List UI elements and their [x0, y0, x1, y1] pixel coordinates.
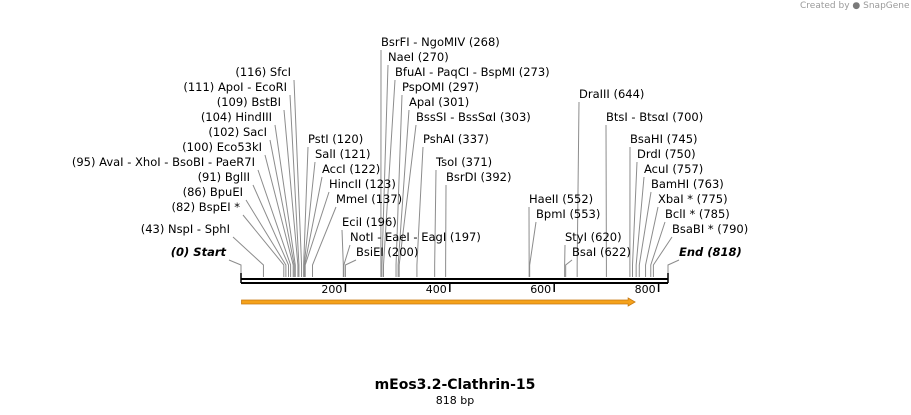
restriction-site-label[interactable]: End (818) [679, 245, 742, 259]
site-leader-line [529, 221, 537, 277]
site-leader-line [232, 236, 264, 277]
restriction-site-label[interactable]: (116) SfcI [235, 65, 291, 79]
restriction-site-label[interactable]: TsoI (371) [435, 155, 492, 169]
map-title: mEos3.2-Clathrin-15 [375, 377, 536, 393]
axis-tick-label: 800 [635, 283, 656, 296]
feature-arrow-shape[interactable] [241, 297, 636, 307]
restriction-site-label[interactable]: DraIII (644) [579, 87, 644, 101]
site-leader-line [381, 64, 389, 277]
site-leader-line [632, 161, 638, 277]
site-leader-line [312, 206, 337, 277]
site-leader-line [344, 259, 357, 277]
restriction-site-label[interactable]: AcuI (757) [644, 162, 703, 176]
restriction-site-label[interactable]: (102) SacI [208, 125, 267, 139]
site-leader-line [252, 184, 290, 277]
watermark-prefix: Created by [800, 1, 850, 11]
feature-arrow [241, 297, 636, 307]
site-leader-lines [228, 49, 680, 277]
site-leader-line [341, 229, 344, 277]
restriction-site-label[interactable]: BsaHI (745) [630, 132, 698, 146]
snapgene-logo-icon: ● [852, 1, 861, 11]
restriction-site-label[interactable]: MmeI (137) [336, 192, 402, 206]
site-leader-line [289, 94, 300, 277]
site-leader-line [645, 206, 659, 277]
site-leader-line [303, 146, 309, 277]
restriction-site-label[interactable]: BsrDI (392) [446, 170, 511, 184]
restriction-site-label[interactable]: (43) NspI - SphI [141, 222, 230, 236]
restriction-site-label[interactable]: (86) BpuEI [183, 185, 243, 199]
watermark-brand: SnapGene [863, 1, 910, 11]
site-leader-line [638, 191, 652, 277]
site-leader-line [397, 109, 410, 277]
restriction-site-label[interactable]: (95) AvaI - XhoI - BsoBI - PaeR7I [72, 155, 255, 169]
restriction-site-label[interactable]: BpmI (553) [536, 207, 600, 221]
site-leader-line [242, 214, 285, 277]
restriction-site-label[interactable]: BamHI (763) [651, 177, 724, 191]
site-leader-line [264, 154, 294, 277]
axis-tick-label: 400 [426, 283, 447, 296]
restriction-site-label[interactable]: BtsI - BtsαI (700) [606, 110, 703, 124]
restriction-site-label[interactable]: BssSI - BssSαI (303) [416, 110, 531, 124]
site-leader-line [343, 244, 351, 277]
restriction-site-label[interactable]: (111) ApoI - EcoRI [183, 80, 287, 94]
restriction-site-label[interactable]: NaeI (270) [388, 50, 449, 64]
restriction-site-label[interactable]: (91) BglII [198, 170, 250, 184]
site-leader-line [635, 176, 645, 277]
restriction-site-label[interactable]: PshAI (337) [423, 132, 489, 146]
restriction-site-label[interactable]: DrdI (750) [637, 147, 696, 161]
sequence-backbone [240, 273, 669, 284]
site-leader-line [283, 109, 299, 277]
restriction-site-label[interactable]: HincII (123) [329, 177, 396, 191]
restriction-site-label[interactable]: BsaI (622) [572, 245, 631, 259]
site-leader-line [228, 259, 242, 277]
site-leader-line [652, 236, 673, 277]
restriction-site-label[interactable]: AccI (122) [322, 162, 380, 176]
restriction-site-label[interactable]: SalI (121) [315, 147, 371, 161]
site-leader-line [565, 259, 573, 277]
position-axis: 200 400 600 800 [321, 283, 660, 296]
site-leader-line [576, 101, 580, 277]
restriction-site-label[interactable]: BsiEI (200) [356, 245, 418, 259]
axis-tick-label: 600 [530, 283, 551, 296]
restriction-site-label[interactable]: (109) BstBI [217, 95, 281, 109]
restriction-site-label[interactable]: (104) HindIII [201, 110, 272, 124]
site-leader-line [303, 161, 316, 277]
restriction-site-label[interactable]: (82) BspEI * [171, 200, 240, 214]
map-length: 818 bp [436, 394, 474, 407]
site-leader-line [269, 139, 295, 277]
site-labels: (0) Start (43) NspI - SphI (82) BspEI *(86… [72, 35, 748, 259]
restriction-site-label[interactable]: EciI (196) [342, 215, 397, 229]
site-leader-line [395, 94, 403, 277]
site-leader-line [245, 199, 287, 277]
site-leader-line [650, 221, 666, 277]
snapgene-watermark: Created by ● SnapGene [800, 1, 910, 11]
site-leader-line [257, 169, 292, 277]
restriction-site-label[interactable]: (100) Eco53kI [182, 140, 262, 154]
site-leader-line [293, 79, 303, 277]
restriction-site-label[interactable]: HaeII (552) [529, 192, 593, 206]
site-leader-line [398, 124, 417, 277]
restriction-site-label[interactable]: BsrFI - NgoMIV (268) [381, 35, 500, 49]
restriction-site-label[interactable]: ApaI (301) [409, 95, 469, 109]
site-leader-line [434, 169, 437, 277]
restriction-site-label[interactable]: BsaBI * (790) [672, 222, 748, 236]
axis-tick-label: 200 [321, 283, 342, 296]
restriction-site-label[interactable]: PspOMI (297) [402, 80, 479, 94]
restriction-site-label[interactable]: PstI (120) [308, 132, 363, 146]
site-leader-line [304, 176, 323, 277]
restriction-site-label[interactable]: (0) Start [171, 245, 227, 259]
restriction-site-label[interactable]: BclI * (785) [665, 207, 730, 221]
site-leader-line [274, 124, 296, 277]
site-leader-line [383, 79, 396, 277]
restriction-site-label[interactable]: XbaI * (775) [658, 192, 728, 206]
restriction-site-label[interactable]: BfuAI - PaqCI - BspMI (273) [395, 65, 550, 79]
site-leader-line [304, 191, 330, 277]
site-leader-line [416, 146, 424, 277]
site-leader-line [667, 259, 680, 277]
restriction-site-label[interactable]: StyI (620) [565, 230, 622, 244]
restriction-site-label[interactable]: NotI - EaeI - EagI (197) [350, 230, 481, 244]
